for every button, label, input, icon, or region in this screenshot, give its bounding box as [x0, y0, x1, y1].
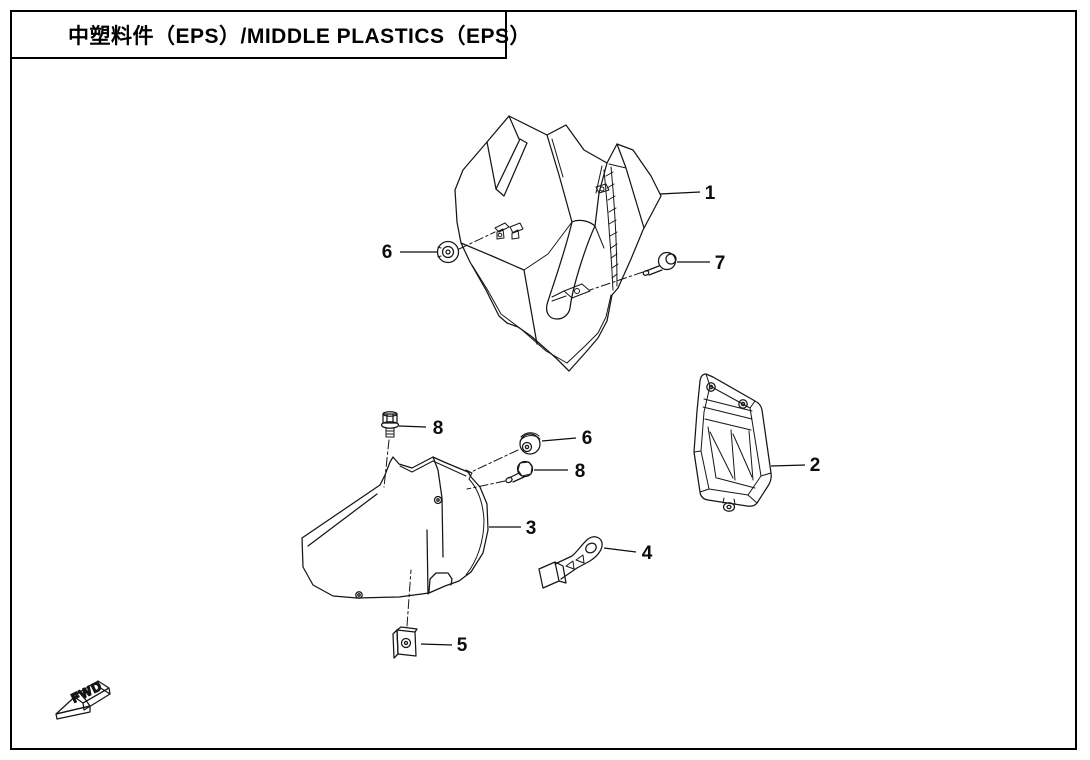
- leader-line-4: [603, 547, 637, 553]
- callout-8-lower: 8: [575, 461, 586, 482]
- callout-numbers: 1 7 6 8 6 8 3 4 5 2: [382, 183, 821, 656]
- part-6-grommet-lower-drawing: [468, 432, 541, 474]
- callout-6-upper: 6: [382, 242, 393, 263]
- part-4-hook-drawing: [538, 536, 603, 589]
- callout-4: 4: [642, 543, 653, 564]
- part-1-front-panel-drawing: [454, 115, 662, 372]
- part-6-grommet-upper-drawing: [436, 231, 496, 264]
- page-title: 中塑料件（EPS）/MIDDLE PLASTICS（EPS）: [68, 24, 532, 48]
- part-8-bolt-upper-drawing: [380, 411, 400, 488]
- callout-5: 5: [457, 635, 468, 656]
- leader-line-6-lower: [541, 437, 577, 442]
- leader-line-5: [420, 643, 453, 646]
- title-box: 中塑料件（EPS）/MIDDLE PLASTICS（EPS）: [10, 10, 531, 59]
- fwd-arrow: FWD: [55, 677, 111, 720]
- part-2-inner-panel-drawing: [693, 373, 772, 512]
- callout-leader-lines: [398, 191, 806, 646]
- callout-2: 2: [810, 455, 821, 476]
- callout-8-upper: 8: [433, 418, 444, 439]
- part-7-screw-drawing: [589, 251, 677, 291]
- callout-1: 1: [705, 183, 716, 204]
- leader-line-8-upper: [398, 425, 427, 428]
- page-border: [10, 10, 1077, 750]
- part-3-side-cover-drawing: [301, 456, 489, 599]
- part-8-screw-lower-drawing: [466, 460, 534, 490]
- callout-6-lower: 6: [582, 428, 593, 449]
- leader-line-2: [770, 464, 806, 467]
- leader-line-1: [659, 191, 701, 195]
- callout-3: 3: [526, 518, 537, 539]
- callout-7: 7: [715, 253, 726, 274]
- part-5-clip-drawing: [392, 569, 418, 659]
